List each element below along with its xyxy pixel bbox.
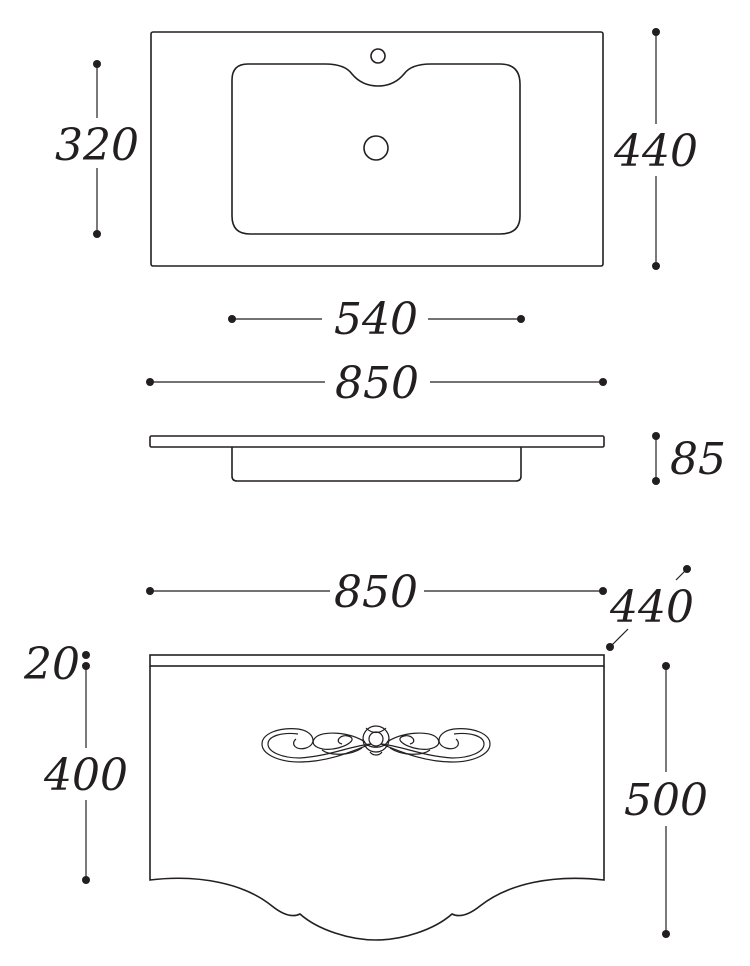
dimension-basin-height: 440 xyxy=(613,28,698,270)
label-basin-height: 440 xyxy=(613,126,698,177)
dimension-inner-depth: 320 xyxy=(55,60,139,238)
basin-top-view xyxy=(150,31,604,267)
label-basin-width: 850 xyxy=(335,358,419,409)
cabinet-top-panel xyxy=(149,654,605,667)
label-basin-thickness: 85 xyxy=(670,434,726,485)
label-bowl-width: 540 xyxy=(334,294,418,345)
label-total-height: 500 xyxy=(624,775,708,826)
basin-side-view xyxy=(149,435,605,482)
decorative-scroll-ornament xyxy=(261,725,491,763)
label-body-height: 400 xyxy=(43,750,128,801)
dimension-cabinet-depth: 440 xyxy=(606,565,694,651)
cabinet-front-view xyxy=(149,654,605,941)
dimension-basin-width: 850 xyxy=(146,358,607,409)
dimension-cabinet-width: 850 xyxy=(146,567,607,618)
faucet-hole xyxy=(370,48,386,64)
drain-hole xyxy=(363,135,389,161)
basin-bowl-profile xyxy=(231,447,522,482)
basin-rim xyxy=(149,435,605,448)
basin-bowl-outline xyxy=(231,63,521,235)
cabinet-body-outline xyxy=(149,666,605,941)
label-inner-depth: 320 xyxy=(55,120,139,171)
label-cabinet-depth: 440 xyxy=(609,582,694,633)
basin-outline xyxy=(150,31,604,267)
dimension-body-height: 400 xyxy=(43,666,128,884)
dimension-total-height: 500 xyxy=(624,662,708,938)
dimension-top-panel: 20 xyxy=(23,639,90,690)
label-cabinet-width: 850 xyxy=(334,567,418,618)
dimension-basin-thickness: 85 xyxy=(652,432,726,485)
dimension-bowl-width: 540 xyxy=(228,294,525,345)
label-top-panel: 20 xyxy=(23,639,80,690)
